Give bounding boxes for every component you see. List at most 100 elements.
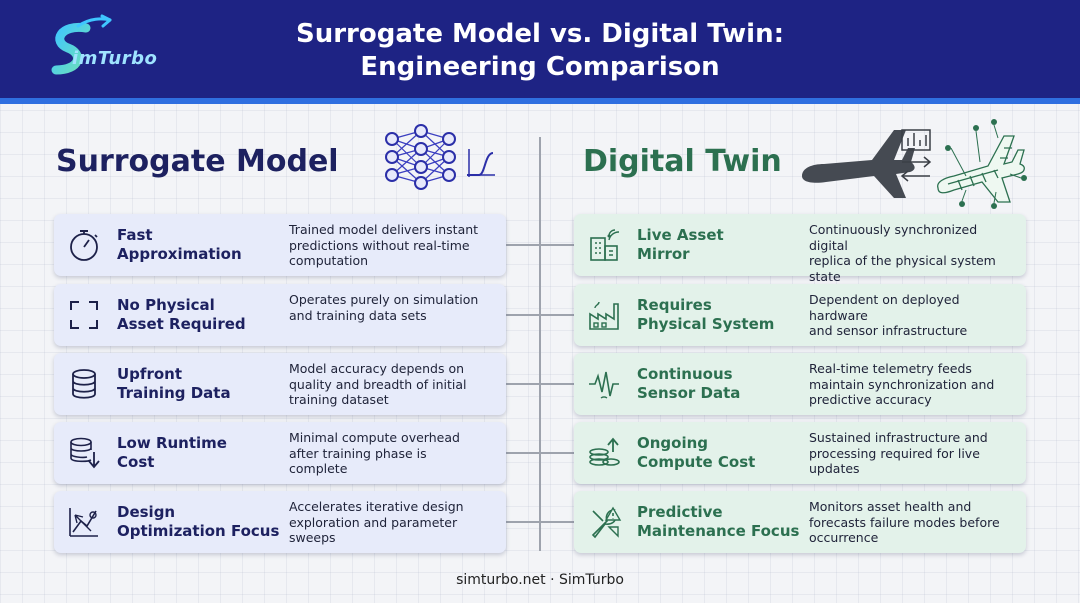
connector-line (541, 314, 574, 316)
card-description-line-1: Sustained infrastructure and (809, 430, 988, 445)
stopwatch-icon (70, 230, 98, 261)
connector-line (541, 244, 574, 246)
connector-line (541, 521, 574, 523)
footer-credit: simturbo.net · SimTurbo (456, 572, 624, 588)
card-description-line-2: maintain synchronization and (809, 376, 995, 392)
wrench-warning-icon (591, 506, 622, 539)
coins-upload-icon (589, 437, 620, 466)
card-label-line-1: Design (117, 503, 176, 521)
connector-line (541, 383, 574, 385)
design-chart-icon (69, 508, 98, 537)
card-description-line-2: replica of the physical system state (809, 253, 996, 284)
surrogate-model-heading: Surrogate Model (56, 144, 339, 179)
sensor-wave-icon (589, 371, 619, 399)
card-label-line-1: No Physical (117, 296, 215, 314)
card-description-line-1: Trained model delivers instant (289, 222, 479, 237)
neural-network-icon (385, 124, 495, 190)
card-description-line-2: and sensor infrastructure (809, 323, 968, 338)
card-label-line-2: Maintenance Focus (637, 522, 800, 540)
card-label-line-2: Training Data (117, 384, 231, 402)
card-label-line-1: Low Runtime (117, 434, 227, 452)
logo-text: imTurbo (72, 48, 158, 69)
card-description-line-3: predictive accuracy (809, 392, 932, 407)
building-signal-icon (590, 229, 620, 261)
card-description-line-1: Dependent on deployed hardware (809, 292, 960, 323)
card-description-line-2: after training phase is (289, 445, 427, 461)
card-description-line-3: sweeps (289, 530, 336, 545)
card-label-line-2: Cost (117, 453, 155, 471)
card-description-line-2: processing required for live (809, 445, 980, 461)
card-label-line-2: Optimization Focus (117, 522, 280, 540)
title-line-1: Surrogate Model vs. Digital Twin: (296, 19, 784, 49)
card-description-line-2: forecasts failure modes before (809, 514, 1000, 530)
card-description-line-3: training dataset (289, 392, 389, 407)
card-label-line-1: Live Asset (637, 226, 724, 244)
card-description-line-1: Continuously synchronized digital (809, 222, 978, 253)
title-line-2: Engineering Comparison (360, 52, 720, 82)
connector-line (506, 244, 540, 246)
card-description-line-3: updates (809, 461, 860, 476)
card-description-line-1: Model accuracy depends on (289, 361, 465, 376)
card-description-line-2: and training data sets (289, 307, 427, 323)
digital-twin-heading: Digital Twin (583, 144, 782, 179)
connector-line (506, 383, 540, 385)
card-description-line-2: exploration and parameter (289, 514, 458, 530)
center-divider (539, 137, 541, 551)
card-label-line-2: Approximation (117, 245, 242, 263)
card-description-line-2: predictions without real-time (289, 237, 470, 253)
card-label-line-1: Requires (637, 296, 712, 314)
card-label-line-1: Predictive (637, 503, 723, 521)
airplane-twin-icon (802, 119, 1027, 209)
page-title: Surrogate Model vs. Digital Twin: Engine… (240, 18, 840, 84)
frame-corners-icon (70, 301, 98, 329)
card-label-line-2: Asset Required (117, 315, 246, 333)
card-label-line-1: Continuous (637, 365, 733, 383)
connector-line (506, 452, 540, 454)
card-label-line-2: Sensor Data (637, 384, 741, 402)
simturbo-logo-icon (51, 14, 112, 75)
factory-icon (589, 301, 619, 330)
card-description-line-1: Monitors asset health and (809, 499, 972, 514)
card-description-line-3: occurrence (809, 530, 879, 545)
connector-line (541, 452, 574, 454)
card-label-line-1: Upfront (117, 365, 182, 383)
card-description-line-1: Minimal compute overhead (289, 430, 460, 445)
card-label-line-2: Physical System (637, 315, 775, 333)
card-description-line-1: Operates purely on simulation (289, 292, 479, 307)
card-description-line-3: computation (289, 253, 369, 268)
card-description-line-3: complete (289, 461, 348, 476)
card-label-line-2: Mirror (637, 245, 690, 263)
card-description-line-2: quality and breadth of initial (289, 376, 467, 392)
connector-line (506, 314, 540, 316)
card-label-line-2: Compute Cost (637, 453, 756, 471)
